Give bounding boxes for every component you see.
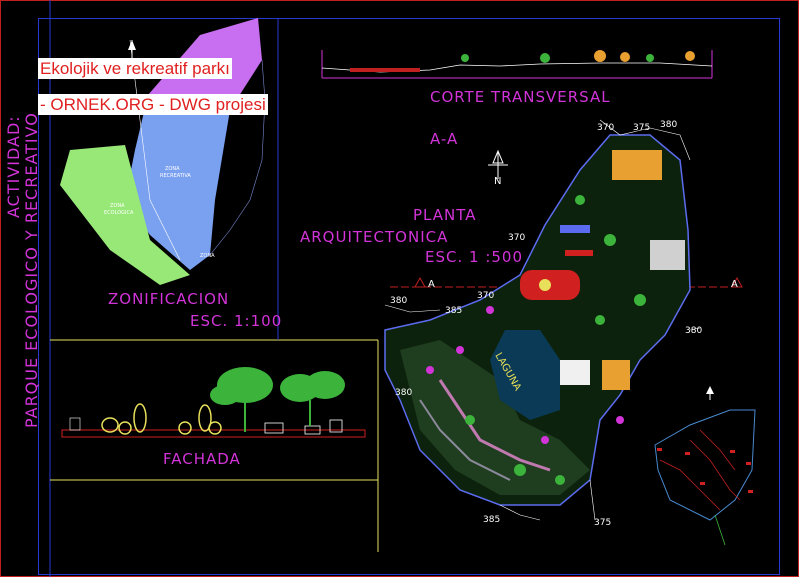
section-marker-right: A bbox=[731, 279, 739, 290]
svg-text:RECREATIVA: RECREATIVA bbox=[160, 173, 191, 179]
section-marker-icon bbox=[414, 276, 743, 288]
page-title: Ekolojik ve rekreatif parkı bbox=[38, 58, 232, 79]
zonificacion-scale: ESC. 1:100 bbox=[190, 312, 283, 330]
fachada-title: FACHADA bbox=[163, 450, 241, 468]
planta-title: PLANTA bbox=[413, 206, 477, 224]
svg-text:ECOLOGICA: ECOLOGICA bbox=[104, 210, 134, 216]
inner-frame bbox=[38, 18, 780, 575]
planta-scale: ESC. 1 :500 bbox=[425, 248, 524, 266]
corte-id: A-A bbox=[430, 130, 459, 148]
svg-text:ZONA: ZONA bbox=[200, 253, 215, 259]
elevation-label: 380 bbox=[660, 120, 678, 130]
svg-text:ZONA: ZONA bbox=[110, 203, 125, 209]
zonification-map: ZONA RECREATIVA ZONA ECOLOGICA ZONA bbox=[60, 18, 266, 285]
elevation-label: 380 bbox=[685, 326, 703, 336]
actividad-label: ACTIVIDAD: bbox=[4, 115, 23, 218]
project-name-label: PARQUE ECOLOGICO Y RECREATIVO bbox=[22, 112, 41, 428]
arquitectonica-title: ARQUITECTONICA bbox=[300, 228, 449, 246]
svg-text:ZONA: ZONA bbox=[165, 166, 180, 172]
north-label: N bbox=[494, 176, 503, 187]
elevation-label: 370 bbox=[597, 123, 615, 133]
elevation-label: 370 bbox=[477, 291, 495, 301]
section-marker-left: A bbox=[428, 279, 436, 290]
site-plan: LAGUNA bbox=[384, 119, 701, 521]
cross-section bbox=[321, 50, 713, 79]
page-subtitle: - ORNEK.ORG - DWG projesi bbox=[38, 94, 268, 115]
north-arrow-icon bbox=[488, 149, 508, 179]
zonificacion-title: ZONIFICACION bbox=[108, 290, 230, 308]
elevation-label: 380 bbox=[390, 296, 408, 306]
elevation-label: 385 bbox=[483, 515, 501, 525]
north-arrow-icon bbox=[128, 40, 136, 58]
elevation-label: 375 bbox=[633, 123, 651, 133]
north-arrow-icon bbox=[706, 386, 714, 400]
corte-title: CORTE TRANSVERSAL bbox=[430, 88, 611, 106]
elevation-label: 370 bbox=[508, 233, 526, 243]
key-map bbox=[654, 409, 756, 546]
facade-drawing bbox=[61, 367, 366, 438]
elevation-label: 380 bbox=[395, 388, 413, 398]
elevation-label: 385 bbox=[445, 306, 463, 316]
elevation-label: 375 bbox=[594, 518, 612, 528]
